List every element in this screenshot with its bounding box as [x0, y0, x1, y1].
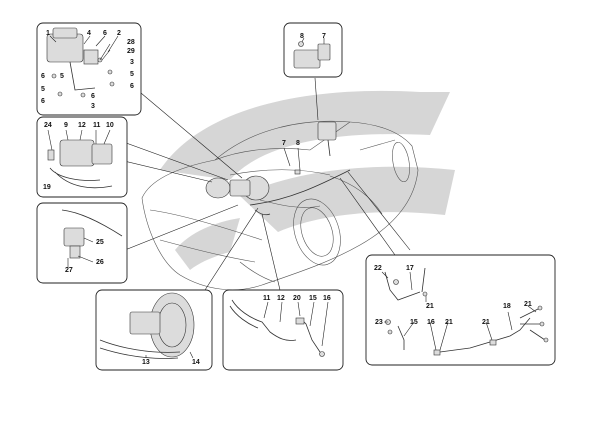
panel-lines-rear: [365, 254, 556, 366]
rear-label-21d: 21: [524, 301, 532, 308]
rear-label-21c: 21: [482, 319, 490, 326]
sensor-label-8: 8: [300, 33, 304, 40]
rear-label-18: 18: [503, 303, 511, 310]
abs-label-5b: 5: [41, 86, 45, 93]
abs-label-5c: 5: [60, 73, 64, 80]
panel-sensor: [283, 22, 343, 78]
rear-label-17: 17: [406, 265, 414, 272]
pump-label-10: 10: [106, 122, 114, 129]
pump-label-19: 19: [43, 184, 51, 191]
abs-label-2: 2: [117, 30, 121, 37]
bracket-label-25: 25: [96, 239, 104, 246]
rear-label-22: 22: [374, 265, 382, 272]
front-label-12: 12: [277, 295, 285, 302]
panel-leader-lines: [117, 77, 411, 291]
abs-label-6e: 6: [41, 98, 45, 105]
car-outline: [141, 120, 419, 290]
bracket-label-26: 26: [96, 259, 104, 266]
abs-label-6: 6: [103, 30, 107, 37]
background-swoosh: [160, 90, 455, 270]
abs-label-29: 29: [127, 48, 135, 55]
pump-label-9: 9: [64, 122, 68, 129]
front-label-16: 16: [323, 295, 331, 302]
car-installed-parts: [205, 121, 351, 216]
abs-label-1: 1: [46, 30, 50, 37]
rear-label-21b: 21: [445, 319, 453, 326]
panel-pump-unit: [36, 116, 128, 198]
rear-label-16: 16: [427, 319, 435, 326]
car-label-8: 8: [296, 140, 300, 147]
abs-label-3: 3: [130, 59, 134, 66]
abs-label-28: 28: [127, 39, 135, 46]
panel-booster: [95, 289, 213, 371]
pump-label-24: 24: [44, 122, 52, 129]
abs-label-6c: 6: [41, 73, 45, 80]
rear-label-15: 15: [410, 319, 418, 326]
abs-label-4: 4: [87, 30, 91, 37]
rear-label-21: 21: [426, 303, 434, 310]
car-label-7: 7: [282, 140, 286, 147]
front-label-15: 15: [309, 295, 317, 302]
abs-label-6b: 6: [130, 83, 134, 90]
panel-lines-front: [222, 289, 344, 371]
front-label-20: 20: [293, 295, 301, 302]
panel-bracket: [36, 202, 128, 284]
rear-label-23: 23: [375, 319, 383, 326]
booster-label-13: 13: [142, 359, 150, 366]
panel-abs-unit: [36, 22, 142, 116]
abs-label-5: 5: [130, 71, 134, 78]
bracket-label-27: 27: [65, 267, 73, 274]
abs-label-3b: 3: [91, 103, 95, 110]
sensor-label-7: 7: [322, 33, 326, 40]
pump-label-11: 11: [93, 122, 101, 129]
booster-label-14: 14: [192, 359, 200, 366]
pump-label-12: 12: [78, 122, 86, 129]
front-label-11: 11: [263, 295, 271, 302]
abs-label-6d: 6: [91, 93, 95, 100]
